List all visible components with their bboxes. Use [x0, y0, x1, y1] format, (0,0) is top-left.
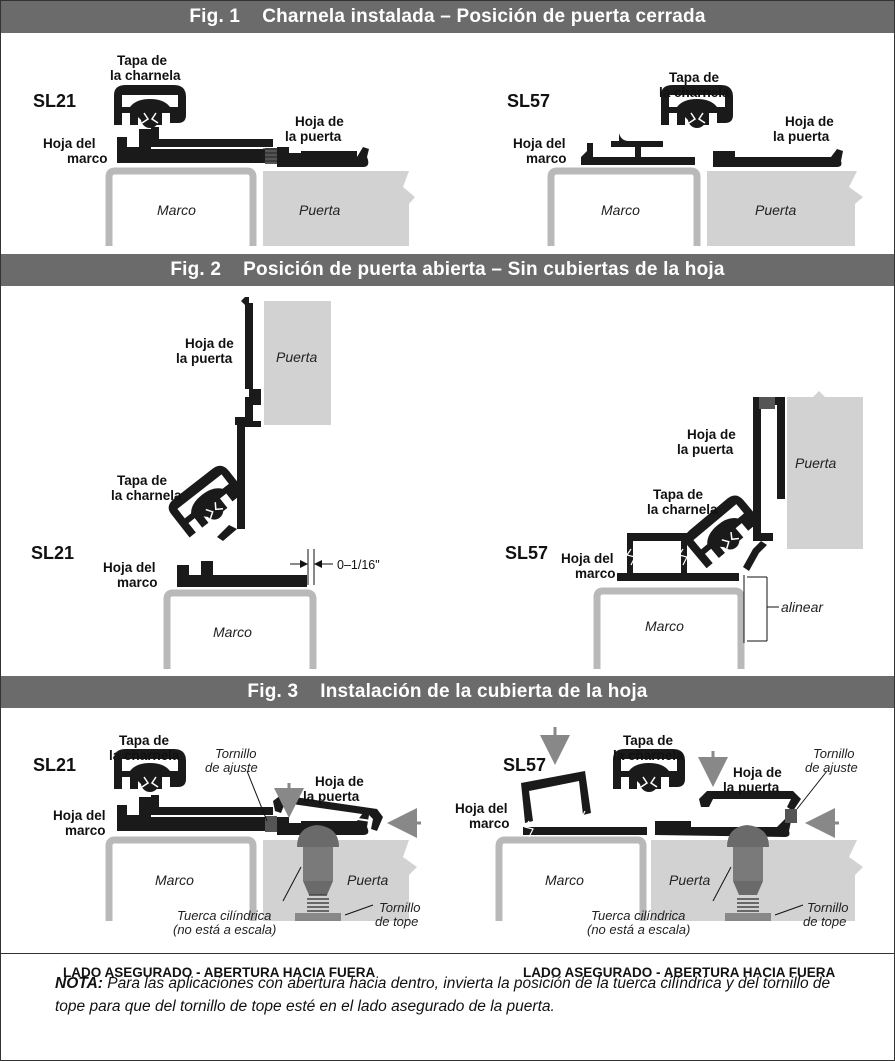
fig2-sl21-door-label: Puerta	[276, 349, 317, 365]
fig1-sl57-door-leaf-2: la puerta	[773, 129, 830, 144]
fig2-header: Fig. 2 Posición de puerta abierta – Sin …	[1, 254, 894, 286]
fig2-sl21-frame-leaf-2: marco	[117, 575, 158, 590]
fig3-sl21-frame-leaf-1: Hoja del	[53, 808, 106, 823]
fig2-sl21-cap-label-2: la charnela	[111, 488, 182, 503]
note-text-block: NOTA: Para las aplicaciones con abertura…	[55, 972, 855, 1018]
fig1-sl57-frame-leaf-2: marco	[526, 151, 567, 166]
fig3-sl21-stop-screw-2: de tope	[375, 914, 418, 929]
fig1-sl21-cap-label-1: Tapa de	[117, 53, 168, 68]
fig1-sl57-frame-label: Marco	[601, 202, 640, 218]
fig3-sl21-cap-label-2: la charnela	[109, 748, 180, 763]
fig2-sl57-door-leaf-2: la puerta	[677, 442, 734, 457]
fig2-sl57-cap-label-1: Tapa de	[653, 487, 704, 502]
fig3-sl57-model: SL57	[503, 755, 546, 775]
fig3-sl57-nut-label-1: Tuerca cilíndrica	[591, 908, 685, 923]
fig1-sl57-door-label: Puerta	[755, 202, 796, 218]
fig3-sl21-frame-leaf-2: marco	[65, 823, 106, 838]
fig1-sl21-frame-label: Marco	[157, 202, 196, 218]
fig3-sl21-door-leaf-2: la puerta	[303, 789, 360, 804]
fig3-sl21-adjust-screw-2: de ajuste	[205, 760, 258, 775]
fig3-sl21-stop-screw-1: Tornillo	[379, 900, 420, 915]
fig1-sl21-drawing	[105, 84, 415, 246]
fig2-sl57-cap-label-2: la charnela	[647, 502, 718, 517]
fig3-sl57-caption: LADO ASEGURADO - ABERTURA HACIA FUERA	[523, 965, 835, 980]
fig3-sl57-frame-leaf-1: Hoja del	[455, 801, 508, 816]
fig2-sl21-drawing	[163, 297, 333, 669]
note-separator	[1, 953, 894, 954]
fig2-number: Fig. 2	[170, 259, 222, 280]
fig1-sl57-frame-leaf-1: Hoja del	[513, 136, 566, 151]
fig1-sl21-frame-leaf-1: Hoja del	[43, 136, 96, 151]
fig3-sl21-caption: LADO ASEGURADO - ABERTURA HACIA FUERA	[63, 965, 375, 980]
fig3-sl57-stop-screw-1: Tornillo	[807, 900, 848, 915]
fig1-sl21-frame-leaf-2: marco	[67, 151, 108, 166]
fig3-sl57-adjust-screw-1: Tornillo	[813, 746, 854, 761]
fig1-sl21-door-leaf-2: la puerta	[285, 129, 342, 144]
fig3-sl21-cap-label-1: Tapa de	[119, 733, 170, 748]
fig1-sl57-drawing	[547, 84, 863, 246]
fig2-sl57-frame-label: Marco	[645, 618, 684, 634]
fig1-sl21-cap-label-2: la charnela	[110, 68, 181, 83]
fig2-sl57-frame-leaf-2: marco	[575, 566, 616, 581]
fig3-sl57-stop-screw-2: de tope	[803, 914, 846, 929]
fig3-sl21-door-label: Puerta	[347, 872, 388, 888]
fig3-sl57-door-leaf-2: la puerta	[723, 780, 780, 795]
fig2-title: Posición de puerta abierta – Sin cubiert…	[243, 259, 725, 280]
fig3-sl57-door-label: Puerta	[669, 872, 710, 888]
fig2-sl21-frame-leaf-1: Hoja del	[103, 560, 156, 575]
fig2-sl21-door-leaf-1: Hoja de	[185, 336, 234, 351]
fig3-sl21-nut-label-2: (no está a escala)	[173, 922, 276, 937]
fig3-sl21-door-leaf-1: Hoja de	[315, 774, 364, 789]
fig1-sl57-door-leaf-1: Hoja de	[785, 114, 834, 129]
fig3-sl57-nut-label-2: (no está a escala)	[587, 922, 690, 937]
fig1-sl57-model: SL57	[507, 91, 550, 111]
fig2-sl57-model: SL57	[505, 543, 548, 563]
fig3-sl57-drawing	[495, 727, 863, 921]
fig3-header: Fig. 3 Instalación de la cubierta de la …	[1, 676, 894, 708]
fig2-sl57-align-label: alinear	[781, 599, 824, 615]
fig3-sl21-nut-label-1: Tuerca cilíndrica	[177, 908, 271, 923]
fig1-sl57-cap-label-2: la charnela	[659, 85, 730, 100]
fig1-header: Fig. 1 Charnela instalada – Posición de …	[1, 1, 894, 33]
fig1-number: Fig. 1	[189, 6, 241, 27]
fig3-sl57-frame-leaf-2: marco	[469, 816, 510, 831]
fig1-sl21-door-label: Puerta	[299, 202, 340, 218]
fig3-sl21-adjust-screw-1: Tornillo	[215, 746, 256, 761]
fig2-sl21-cap-label-1: Tapa de	[117, 473, 168, 488]
fig2-sl21-door-leaf-2: la puerta	[176, 351, 233, 366]
fig2-sl21-model: SL21	[31, 543, 74, 563]
note-body: Para las aplicaciones con abertura hacia…	[55, 975, 831, 1015]
fig3-sl21-drawing	[105, 748, 421, 921]
fig3-sl21-frame-label: Marco	[155, 872, 194, 888]
fig1-title: Charnela instalada – Posición de puerta …	[262, 6, 706, 27]
fig2-sl57-frame-leaf-1: Hoja del	[561, 551, 614, 566]
fig2-sl57-drawing	[593, 391, 863, 669]
fig3-sl57-cap-label-1: Tapa de	[623, 733, 674, 748]
note-label: NOTA:	[55, 975, 103, 992]
fig3-number: Fig. 3	[247, 681, 299, 702]
fig1-sl21-model: SL21	[33, 91, 76, 111]
fig1-sl57-cap-label-1: Tapa de	[669, 70, 720, 85]
fig2-sl57-door-label: Puerta	[795, 455, 836, 471]
fig3-title: Instalación de la cubierta de la hoja	[320, 681, 648, 702]
fig2-sl57-door-leaf-1: Hoja de	[687, 427, 736, 442]
fig3-sl57-adjust-screw-2: de ajuste	[805, 760, 858, 775]
fig3-sl57-frame-label: Marco	[545, 872, 584, 888]
fig2-sl21-frame-label: Marco	[213, 624, 252, 640]
fig1-sl21-door-leaf-1: Hoja de	[295, 114, 344, 129]
fig2-sl21-gap-dimension: 0–1/16"	[337, 558, 380, 572]
fig3-sl57-door-leaf-1: Hoja de	[733, 765, 782, 780]
fig3-sl57-cap-label-2: la charnela	[613, 748, 684, 763]
fig3-sl21-model: SL21	[33, 755, 76, 775]
